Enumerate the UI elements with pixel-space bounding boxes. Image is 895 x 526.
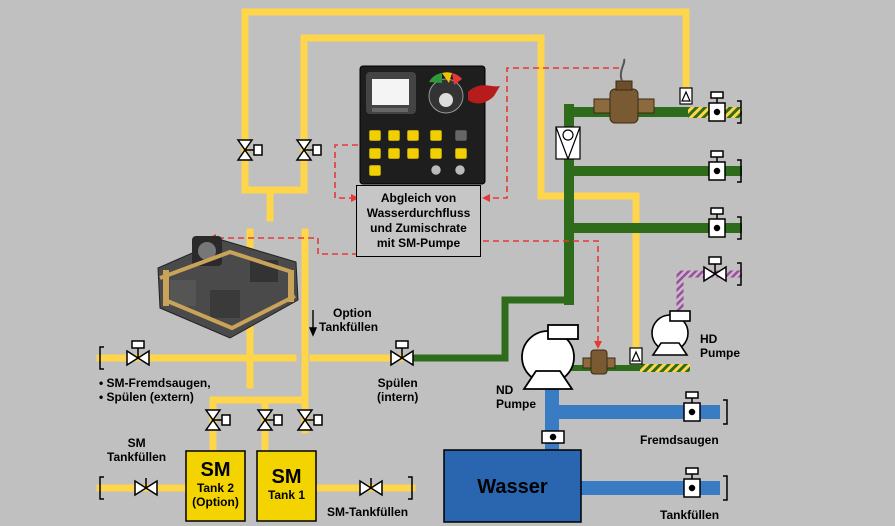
option-arrow [308,310,318,337]
tank-subtitle: Tank 1 [267,488,306,502]
signal-lines [212,67,619,345]
sm-tankfuellen-line: Tankfüllen [107,450,167,464]
spuelen-label: Spülen (intern) [377,376,418,404]
valve-icon [204,409,231,431]
motor-valve-icon [708,150,726,181]
control-box-line: und Zumischrate [370,221,467,235]
valve-icon [359,478,383,497]
pump-icon [651,310,691,356]
nd-pump-label: ND Pumpe [496,383,536,411]
spuelen-line: Spülen [377,376,418,390]
tanks [185,449,582,523]
sm-fremdsaugen-line: • Spülen (extern) [99,390,194,404]
tank-subtitle: (Option) [192,495,239,509]
valve-icon [134,478,158,497]
water-tank-label: Wasser [477,476,548,498]
nd-pump-line: ND [496,383,514,397]
sm-fremdsaugen-line: • SM-Fremdsaugen, [99,376,211,390]
water-tank [443,449,582,523]
control-box-line: mit SM-Pumpe [376,236,461,250]
option-label-line: Option [333,306,372,320]
control-box-line: Abgleich von [380,191,457,205]
hd-pump-label: HD Pumpe [700,332,740,360]
line-end-brackets [99,100,742,501]
motor-valve-icon [708,207,726,238]
check-valves [555,87,693,365]
hd-pump-line: Pumpe [700,346,741,360]
fremdsaugen-label: Fremdsaugen [640,433,719,447]
valve-icon [390,340,414,367]
tankfuellen-label: Tankfüllen [660,508,720,522]
valve-icon [295,139,322,161]
flow-meter-icon [593,58,655,124]
sm-tankfuellen-line: SM [127,436,146,450]
option-label: Option Tankfüllen [319,306,378,334]
control-box-line: Wasserdurchfluss [366,206,471,220]
option-label-line: Tankfüllen [319,320,379,334]
valve-icon [296,409,323,431]
flow-indicator-icon [555,126,581,160]
spuelen-line: (intern) [377,390,419,404]
tank-title: SM [271,466,302,488]
sm-tank-1 [256,450,317,522]
check-valve-icon [629,347,643,365]
motor-valve-icon [683,467,701,498]
sm-tank-1-label: SM Tank 1 [257,466,316,502]
valve-icon [256,409,283,431]
tank-title: SM [200,459,231,481]
mixed-line-segment [640,364,690,372]
valve-icon [126,340,150,367]
valves [126,139,727,497]
valve-icon [236,139,263,161]
dosing-meter-icon [582,349,616,375]
sm-fremdsaugen-label: • SM-Fremdsaugen, • Spülen (extern) [99,376,211,404]
valve-icon [703,256,727,283]
sm-tank-2-label: SM Tank 2 (Option) [186,459,245,509]
motor-valves [541,91,726,498]
check-valve-icon [679,87,693,105]
hd-pump-line: HD [700,332,718,346]
control-box: Abgleich von Wasserdurchfluss und Zumisc… [356,185,481,257]
nd-pump-line: Pumpe [496,397,537,411]
controller-panel-icon [359,65,500,185]
sm-tankfuellen-label: SM-Tankfüllen [327,505,409,519]
pump-icon [521,324,579,390]
motor-valve-icon [541,430,565,444]
sm-tankfuellen-left-label: SM Tankfüllen [107,436,166,464]
motor-valve-icon [708,91,726,122]
dosing-pump-icon [157,236,299,339]
sm-tank-2 [185,450,246,522]
tank-subtitle: Tank 2 [196,481,235,495]
motor-valve-icon [683,391,701,422]
